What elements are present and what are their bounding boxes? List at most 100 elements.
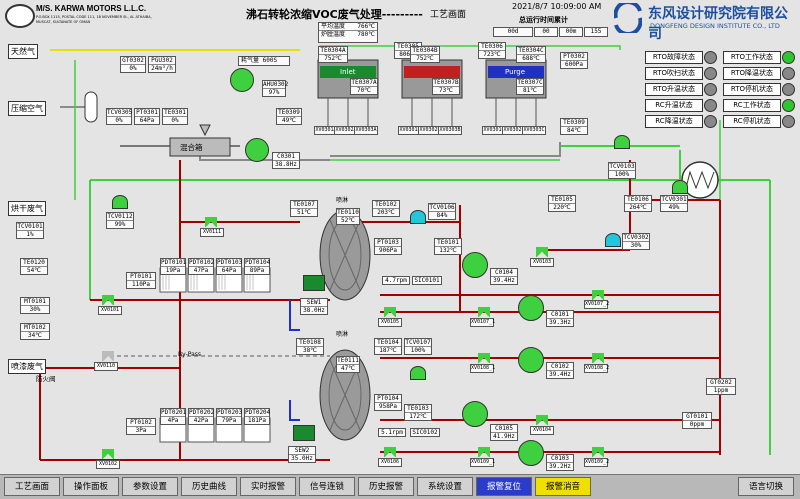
nav-button-2[interactable]: 参数设置 [122,477,178,496]
valve-tcv0112-icon[interactable] [112,195,128,209]
motor-sew1-icon[interactable] [303,275,325,291]
fan-c0105-icon[interactable] [462,401,488,427]
nav-button-5[interactable]: 信号连锁 [299,477,355,496]
instrument-sew1-ctl[interactable]: SIC0101 [412,276,442,285]
nav-button-0[interactable]: 工艺画面 [4,477,60,496]
valve-xv0102-icon[interactable] [102,449,114,459]
valve-xv0110-icon[interactable] [102,351,114,361]
fan-c0102-icon[interactable] [518,347,544,373]
valve-xv0108-1-icon[interactable] [478,353,490,363]
nav-button-8[interactable]: 报警复位 [476,477,532,496]
fan-c0302-icon[interactable] [230,68,254,92]
valve-tcv0301-icon[interactable] [672,180,688,194]
instrument-sew1-rpm[interactable]: 4.7rpm [382,276,410,285]
fan-c0301-icon[interactable] [245,138,269,162]
fan-c0101-icon[interactable] [518,295,544,321]
instrument-sew2-ctl[interactable]: SIC0102 [410,428,440,437]
valve-xv0107-2-icon[interactable] [592,290,604,300]
valve-xv0104-icon[interactable] [536,415,548,425]
nav-button-6[interactable]: 历史报警 [358,477,414,496]
valve-xv0105-icon[interactable] [384,307,396,317]
nav-button-10[interactable]: 语言切换 [738,477,794,496]
nav-button-9[interactable]: 报警消音 [535,477,591,496]
nav-button-1[interactable]: 操作面板 [63,477,119,496]
valve-xv0111-icon[interactable] [205,217,217,227]
motor-sew2-icon[interactable] [293,425,315,441]
valve-tcv0107-icon[interactable] [410,366,426,380]
valve-xv0103-icon[interactable] [536,247,548,257]
valve-xv0106-icon[interactable] [384,447,396,457]
valve-xv0108-2-icon[interactable] [592,353,604,363]
valve-xv0107-1-icon[interactable] [478,307,490,317]
valve-xv0109-1-icon[interactable] [478,447,490,457]
valve-xv0101-icon[interactable] [102,295,114,305]
instrument-sew2-rpm[interactable]: 5.1rpm [378,428,406,437]
nav-button-7[interactable]: 系统设置 [417,477,473,496]
nav-button-3[interactable]: 历史曲线 [181,477,237,496]
fan-c0104-icon[interactable] [462,252,488,278]
valve-tcv0103-icon[interactable] [614,135,630,149]
valve-tcv0302-icon[interactable] [605,233,621,247]
valve-xv0109-2-icon[interactable] [592,447,604,457]
nav-button-4[interactable]: 实时报警 [240,477,296,496]
fan-c0103-icon[interactable] [518,440,544,466]
